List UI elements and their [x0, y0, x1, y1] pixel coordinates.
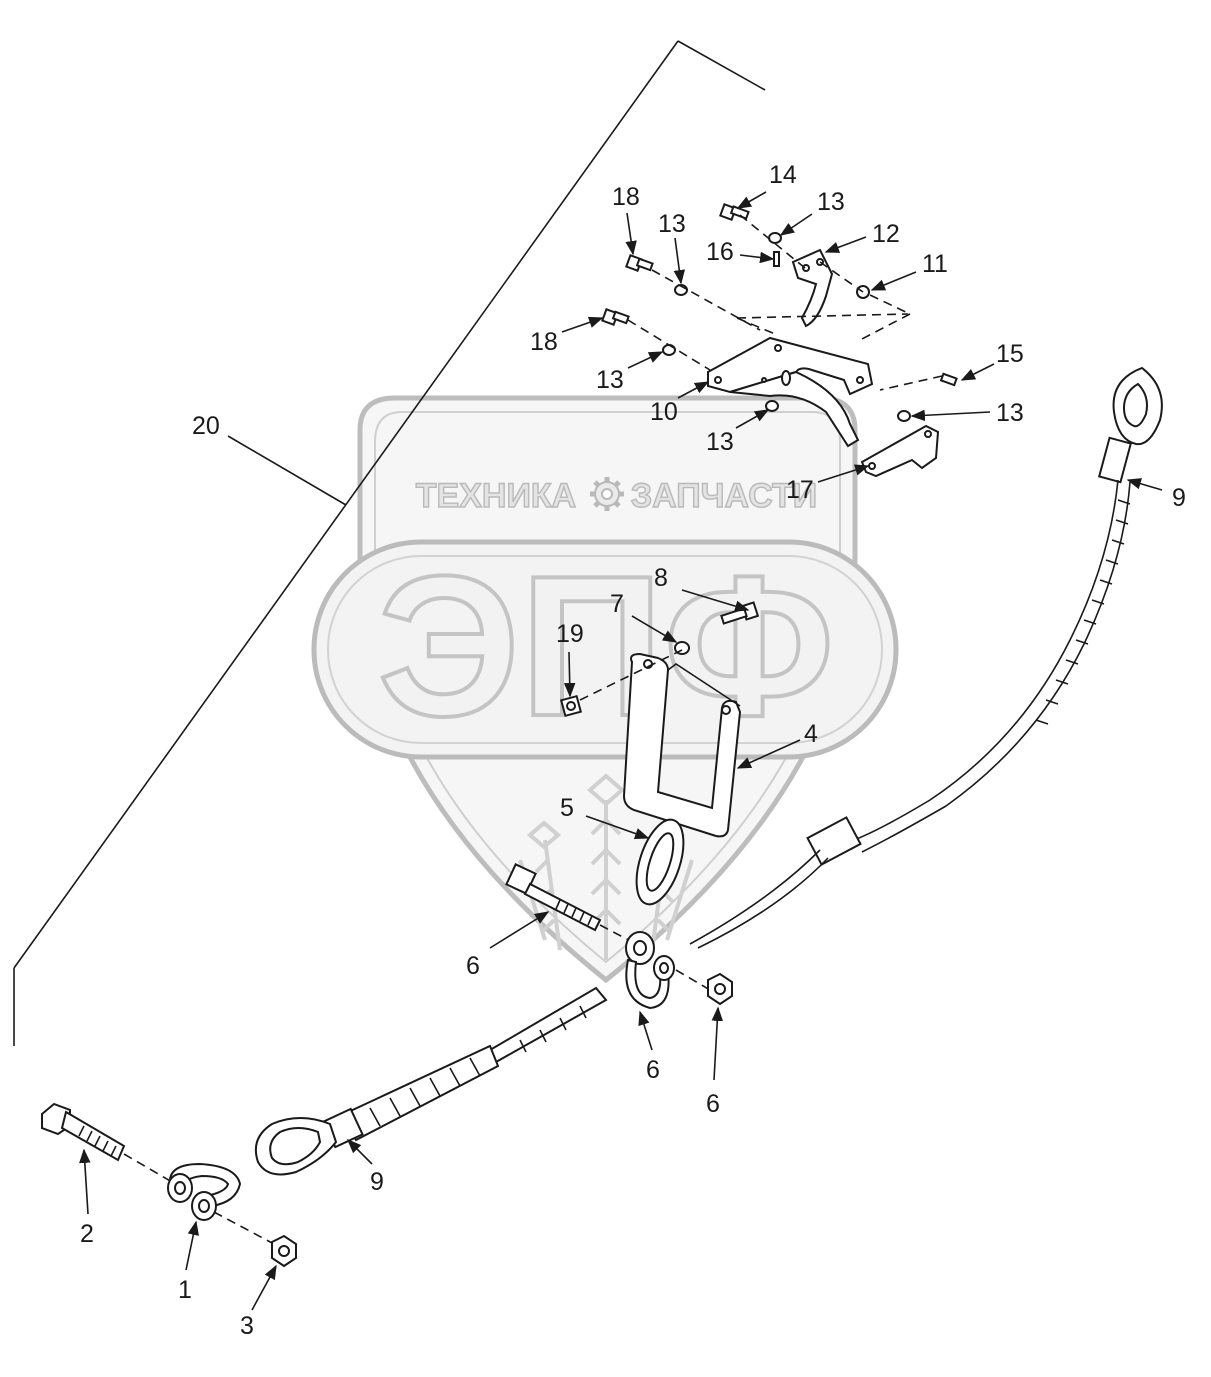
assembly-lines-top: [736, 214, 911, 341]
callout-13-e: 13: [996, 399, 1024, 427]
callout-13-c: 13: [596, 366, 624, 394]
watermark: ТЕХНИКА ЗАПЧАСТИ ЭПФ: [311, 395, 899, 984]
callout-6-b: 6: [646, 1056, 660, 1084]
callout-2: 2: [80, 1220, 94, 1248]
callout-10: 10: [650, 398, 678, 426]
callout-13-b: 13: [658, 210, 686, 238]
callout-13-a: 13: [817, 188, 845, 216]
shackle-6: [625, 931, 675, 1010]
bolt-8: [720, 601, 760, 625]
bracket-10: [707, 336, 874, 448]
callout-5: 5: [560, 794, 574, 822]
callout-12: 12: [872, 220, 900, 248]
cable-9-lower: [254, 986, 608, 1176]
ring-5: [635, 818, 685, 906]
callout-16: 16: [706, 238, 734, 266]
bolt-18-lower: [601, 308, 630, 326]
callout-7: 7: [610, 590, 624, 618]
plate-17: [860, 424, 940, 478]
callout-14: 14: [769, 161, 797, 189]
shackle-1: [167, 1162, 242, 1221]
washer-13-right: [897, 410, 911, 422]
callout-6-a: 6: [466, 952, 480, 980]
callout-6-c: 6: [706, 1090, 720, 1118]
callout-15: 15: [996, 340, 1024, 368]
callout-8: 8: [654, 564, 668, 592]
washer-13-bottom: [765, 400, 779, 412]
bolt-15: [939, 372, 958, 387]
callout-1: 1: [178, 1276, 192, 1304]
callout-19: 19: [556, 620, 584, 648]
washer-13-mid: [662, 344, 676, 356]
nut-3: [271, 1234, 297, 1268]
callout-11: 11: [922, 250, 948, 278]
bracket-4: [622, 652, 742, 838]
nut-19: [559, 694, 583, 718]
nut-6: [707, 972, 733, 1006]
cable-9-upper: [689, 366, 1163, 949]
pin-16: [773, 251, 780, 267]
gear-icon: [590, 477, 624, 511]
callout-13-d: 13: [706, 428, 734, 456]
callout-9-upper: 9: [1172, 484, 1186, 512]
watermark-text-right: ЗАПЧАСТИ: [631, 477, 817, 515]
callout-labels: 14 13 12 16 11 18 13 18 13 10 13 15 13 1…: [80, 161, 1186, 1340]
callout-20: 20: [192, 412, 220, 440]
callout-4: 4: [804, 720, 818, 748]
callout-18-a: 18: [612, 183, 640, 211]
bolt-18-top: [625, 254, 654, 272]
bolt-14: [719, 203, 750, 221]
watermark-brand: ЭПФ: [378, 535, 835, 758]
plate-12: [791, 248, 834, 328]
callout-18-b: 18: [530, 328, 558, 356]
watermark-banner: [311, 539, 899, 760]
callout-9-lower: 9: [370, 1168, 384, 1196]
callout-3: 3: [240, 1312, 254, 1340]
bolt-6-long: [505, 863, 602, 932]
washer-13-top: [768, 232, 782, 244]
watermark-text-left: ТЕХНИКА: [416, 477, 576, 515]
callout-17: 17: [786, 476, 814, 504]
leader-lines: [79, 191, 1163, 1311]
bolt-2: [41, 1102, 126, 1162]
